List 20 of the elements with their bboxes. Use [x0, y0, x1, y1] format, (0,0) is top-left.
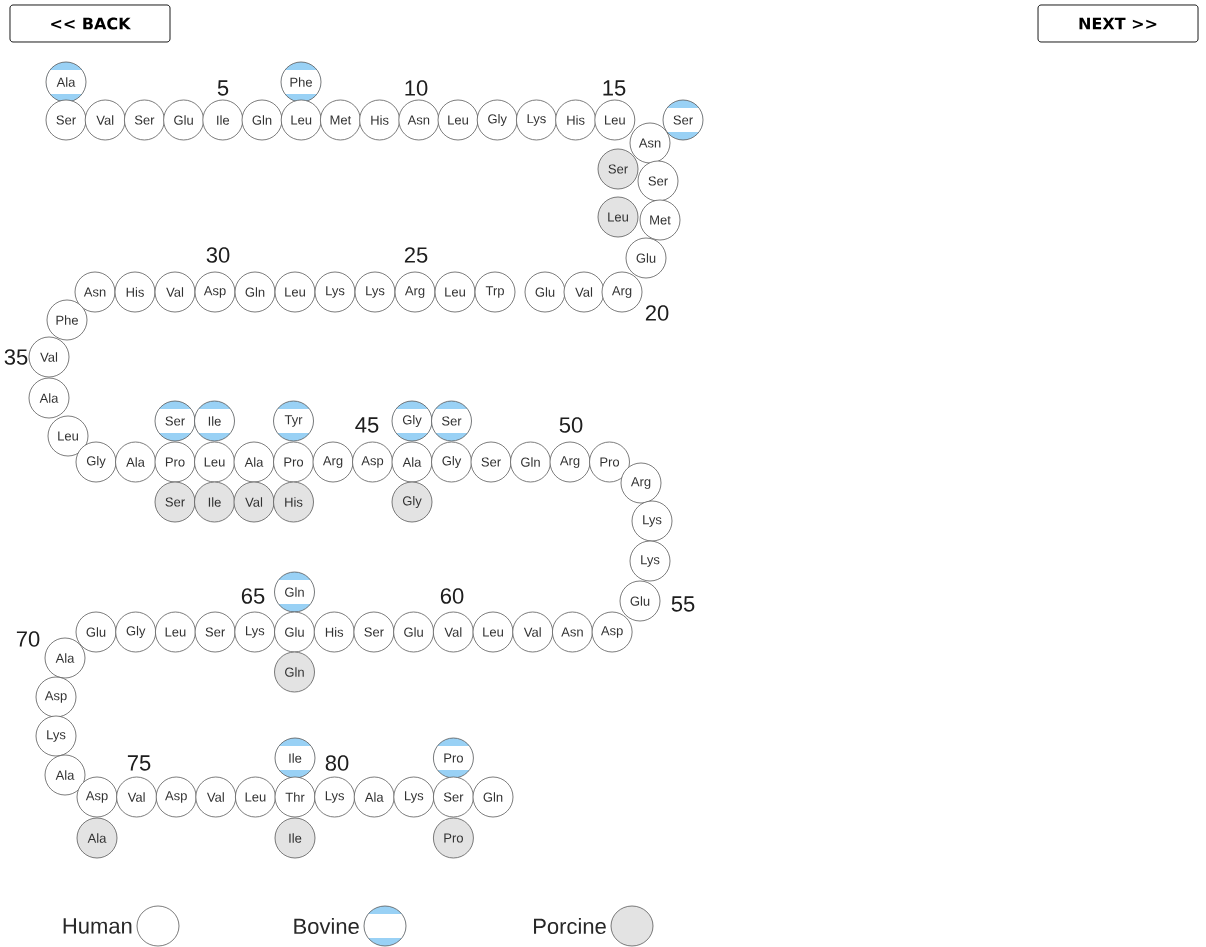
position-number: 45	[355, 417, 379, 433]
legend-label: Human	[63, 918, 132, 934]
position-number: 5	[217, 80, 229, 96]
position-number: 50	[559, 417, 583, 433]
position-number: 30	[206, 247, 230, 263]
position-number: 75	[127, 755, 151, 771]
position-number: 55	[671, 596, 695, 612]
position-number: 60	[440, 588, 464, 604]
nav-button: NEXT >>	[1037, 4, 1199, 43]
position-number: 10	[405, 80, 428, 96]
position-number: 20	[645, 305, 669, 321]
position-number: 65	[241, 588, 265, 604]
position-number: 25	[404, 247, 428, 263]
position-number: 70	[16, 631, 40, 647]
position-number: 15	[603, 80, 626, 96]
nav-button: << BACK	[9, 4, 171, 43]
legend-label: Porcine	[534, 917, 606, 935]
legend-label: Bovine	[294, 917, 359, 935]
position-number: 35	[4, 349, 28, 365]
position-number: 80	[325, 755, 349, 771]
